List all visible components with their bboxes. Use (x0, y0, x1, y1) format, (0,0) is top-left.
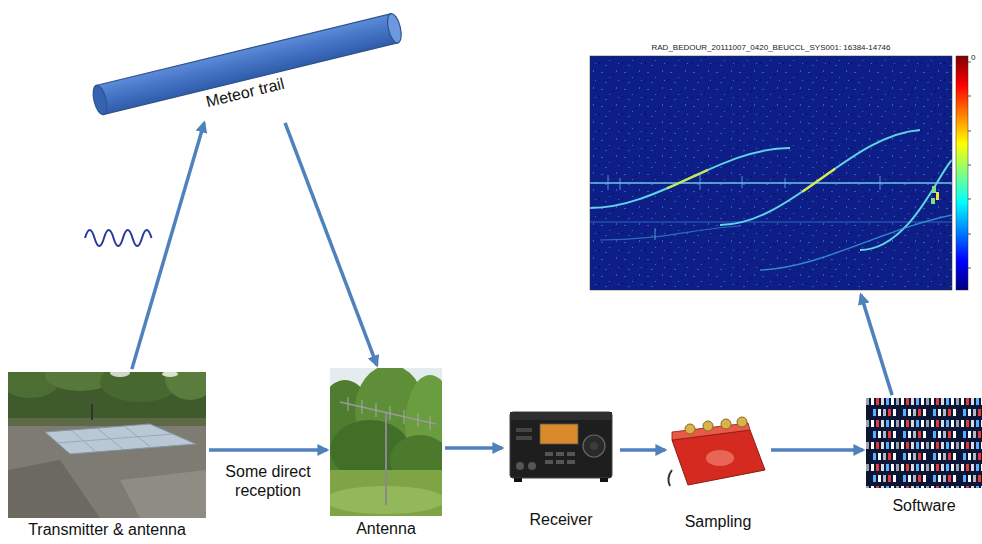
antenna-photo (330, 368, 442, 516)
node-label: Transmitter & antenna (28, 520, 186, 539)
node-label: Sampling (685, 512, 752, 531)
edge-label: Some direct reception (212, 462, 324, 500)
signal-arrow (771, 448, 863, 452)
receiver: Receiver (505, 405, 617, 529)
signal-arrow (285, 123, 377, 365)
wave-symbol (85, 230, 152, 246)
spectrogram-plot (590, 56, 971, 290)
software-image (866, 398, 982, 488)
node-label: RAD_BEDOUR_20111007_0420_BEUCCL_SYS001: … (652, 42, 891, 53)
transmitter-photo (8, 372, 206, 518)
transmitter-antenna: Transmitter & antenna (8, 372, 206, 539)
receiving-antenna: Antenna (330, 368, 442, 538)
software: Software (866, 398, 982, 515)
colorbar-tick-label: 0 (971, 53, 975, 63)
node-label: Antenna (356, 519, 416, 538)
signal-arrow (209, 448, 327, 452)
node-label: Receiver (529, 510, 592, 529)
sampling: Sampling (668, 415, 768, 531)
meteor-trail-tube (91, 12, 404, 116)
signal-arrow (620, 448, 665, 452)
receiver-device (510, 412, 612, 482)
meteor-trail: Meteor trail (80, 8, 415, 120)
signal-arrow (132, 123, 204, 369)
signal-arrow (861, 295, 892, 395)
spectrogram: RAD_BEDOUR_20111007_0420_BEUCCL_SYS001: … (588, 42, 954, 292)
sound-card (668, 417, 765, 486)
node-label: Meteor trail (204, 73, 286, 110)
node-label: Software (892, 496, 955, 515)
signal-arrow (445, 446, 502, 450)
